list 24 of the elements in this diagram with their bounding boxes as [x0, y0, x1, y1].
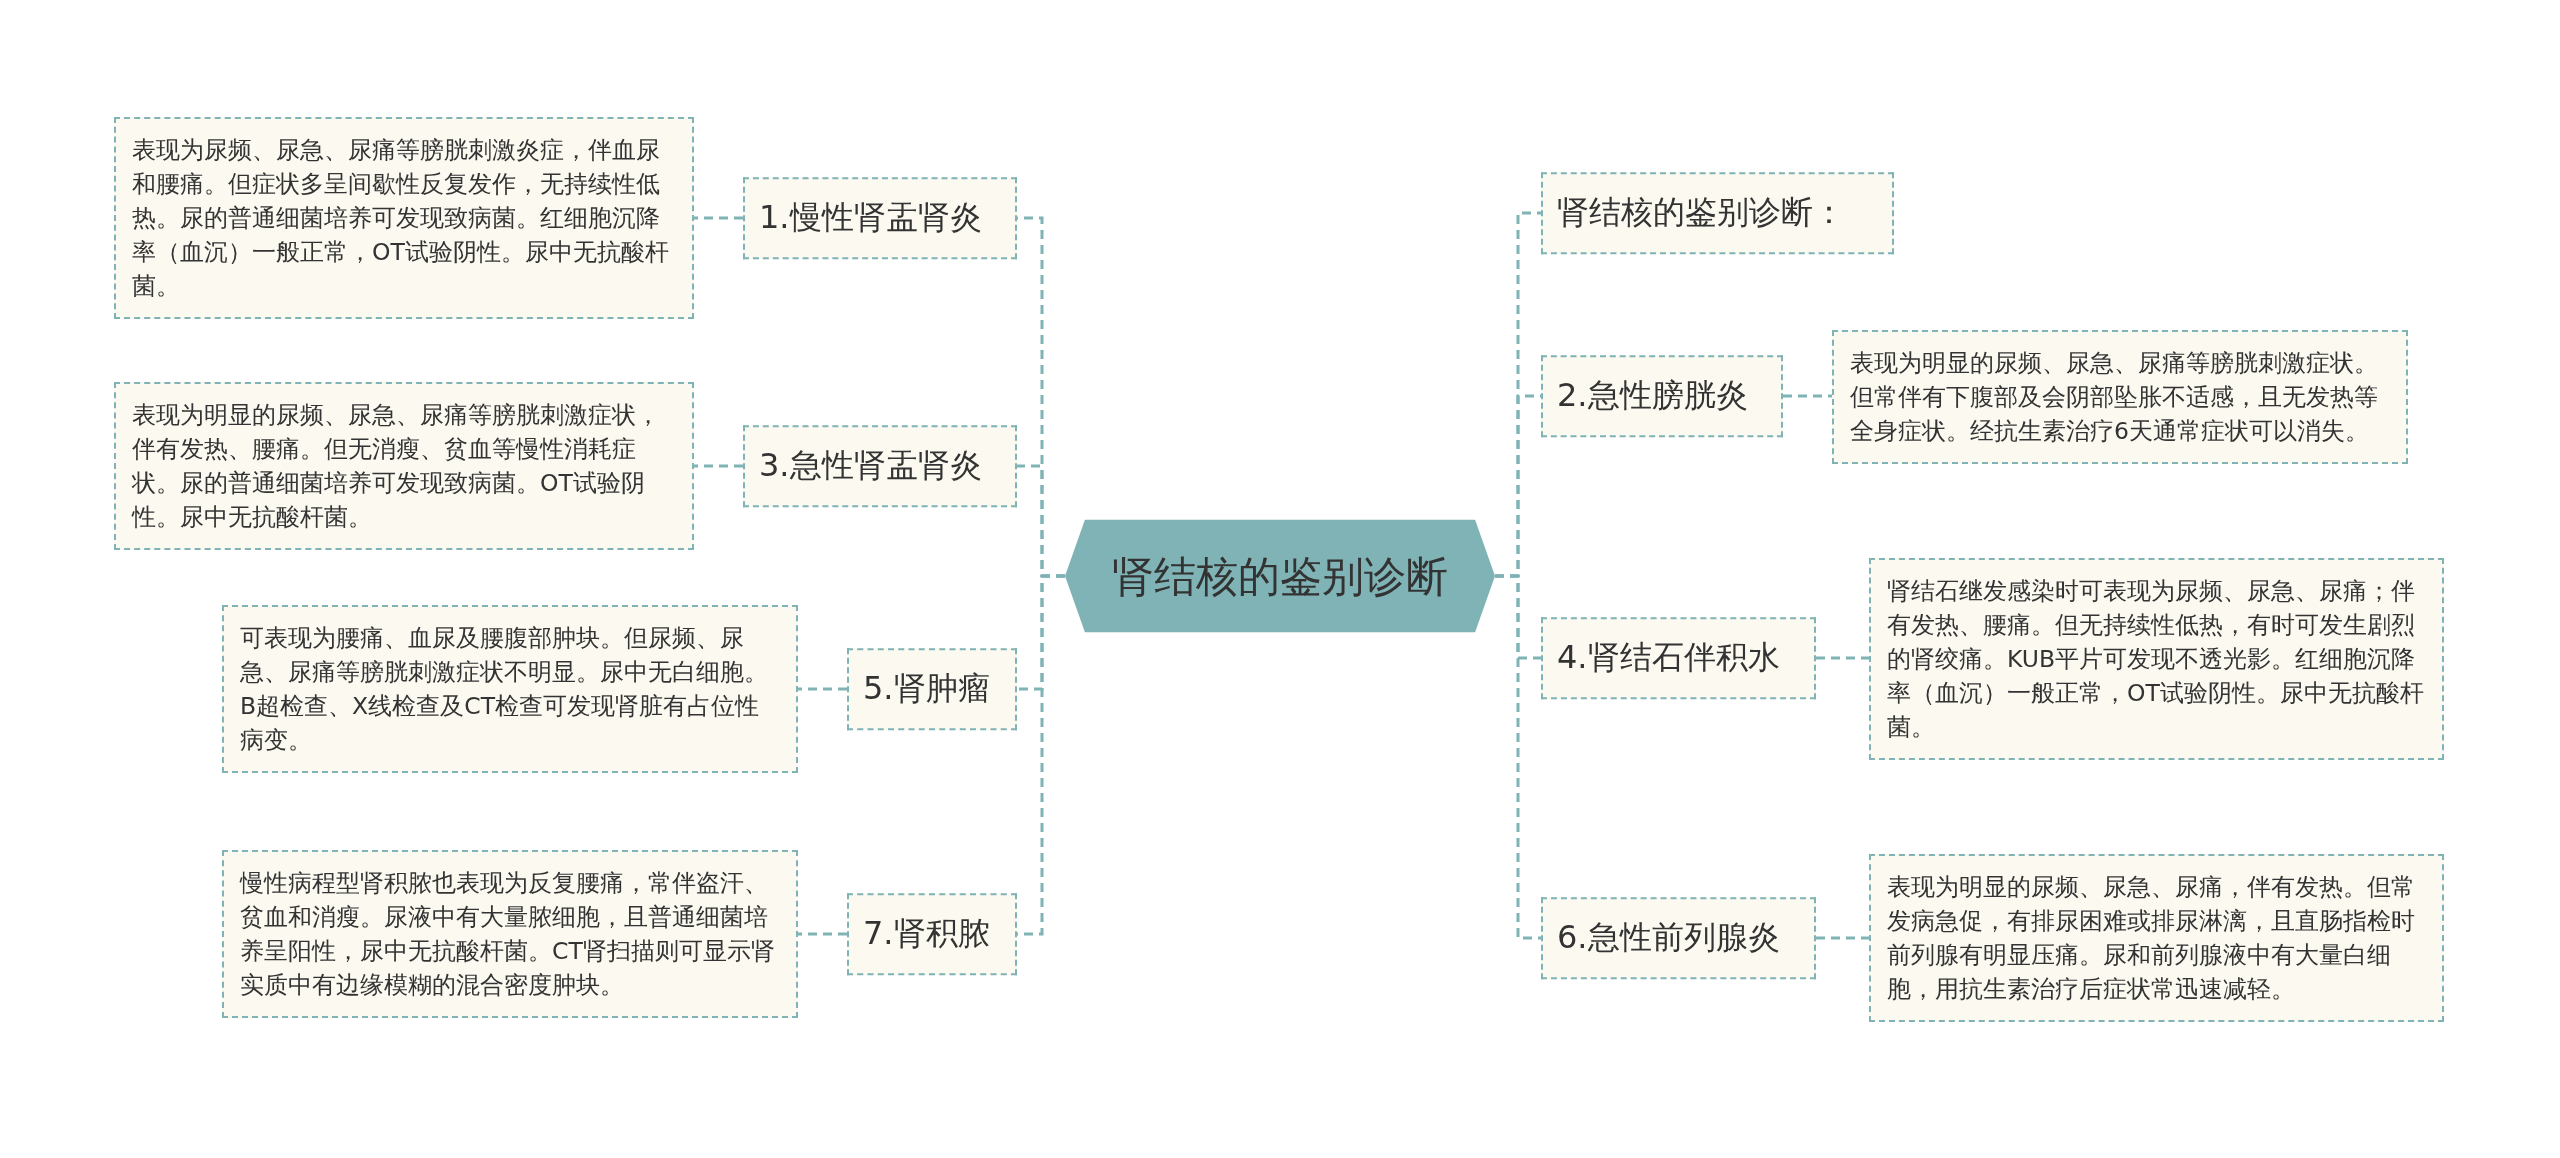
topic-hexagon: 肾结核的鉴别诊断 — [1065, 519, 1495, 633]
branch-box: 2.急性膀胱炎 — [1541, 355, 1783, 437]
detail-box: 表现为尿频、尿急、尿痛等膀胱刺激炎症，伴血尿和腰痛。但症状多呈间歇性反复发作，无持续性低热。尿的普通细菌培养可发现致病菌。红细胞沉降率（血沉）一般正常，OT试验阴性。尿中无抗酸杆菌。 — [114, 117, 694, 319]
connector — [798, 687, 847, 691]
detail-box: 表现为明显的尿频、尿急、尿痛，伴有发热。但常发病急促，有排尿困难或排尿淋漓，且直肠指检时前列腺有明显压痛。尿和前列腺液中有大量白细胞，用抗生素治疗后症状常迅速减轻。 — [1869, 854, 2444, 1022]
connector — [1816, 936, 1869, 940]
detail-box: 可表现为腰痛、血尿及腰腹部肿块。但尿频、尿急、尿痛等膀胱刺激症状不明显。尿中无白细胞。B超检查、X线检查及CT检查可发现肾脏有占位性病变。 — [222, 605, 798, 773]
connector — [1816, 656, 1869, 660]
branch-box: 5.肾肿瘤 — [847, 648, 1017, 730]
detail-box: 慢性病程型肾积脓也表现为反复腰痛，常伴盗汗、贫血和消瘦。尿液中有大量脓细胞，且普通细菌培养呈阳性，尿中无抗酸杆菌。CT肾扫描则可显示肾实质中有边缘模糊的混合密度肿块。 — [222, 850, 798, 1018]
detail-box: 表现为明显的尿频、尿急、尿痛等膀胱刺激症状，伴有发热、腰痛。但无消瘦、贫血等慢性消耗症状。尿的普通细菌培养可发现致病菌。OT试验阴性。尿中无抗酸杆菌。 — [114, 382, 694, 550]
connector — [798, 932, 847, 936]
connector — [694, 216, 743, 220]
branch-box: 7.肾积脓 — [847, 893, 1017, 975]
connector — [1783, 394, 1832, 398]
branch-box: 肾结核的鉴别诊断： — [1541, 172, 1894, 254]
detail-box: 表现为明显的尿频、尿急、尿痛等膀胱刺激症状。但常伴有下腹部及会阴部坠胀不适感，且无发热等全身症状。经抗生素治疗6天通常症状可以消失。 — [1832, 330, 2408, 464]
connector — [694, 464, 743, 468]
branch-box: 6.急性前列腺炎 — [1541, 897, 1816, 979]
detail-box: 肾结石继发感染时可表现为尿频、尿急、尿痛；伴有发热、腰痛。但无持续性低热，有时可发生剧烈的肾绞痛。KUB平片可发现不透光影。红细胞沉降率（血沉）一般正常，OT试验阴性。尿中无抗酸杆菌。 — [1869, 558, 2444, 760]
connector — [1495, 574, 1541, 940]
branch-box: 3.急性肾盂肾炎 — [743, 425, 1017, 507]
branch-box: 1.慢性肾盂肾炎 — [743, 177, 1017, 259]
branch-box: 4.肾结石伴积水 — [1541, 617, 1816, 699]
